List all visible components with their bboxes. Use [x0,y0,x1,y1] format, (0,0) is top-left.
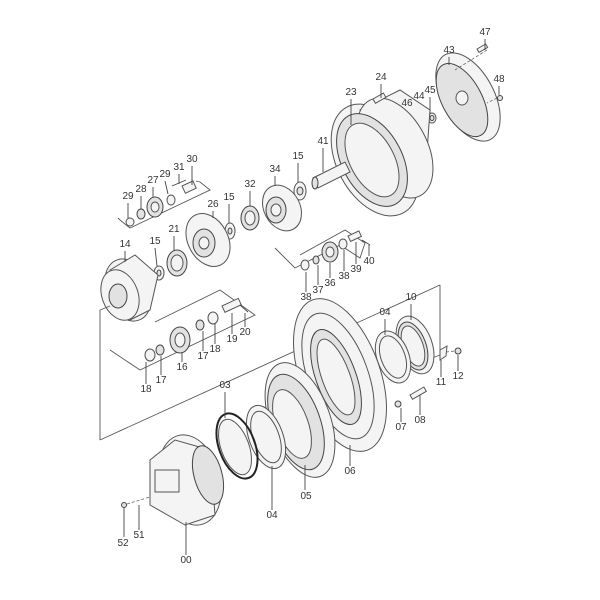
part-label-48: 48 [493,74,505,85]
part-label-18: 18 [140,384,152,395]
ring-gear-23 [330,84,434,217]
part-label-38: 38 [300,292,312,303]
part-label-20: 20 [239,327,251,338]
part-label-03: 03 [219,380,231,391]
bolts-07-08 [394,386,428,422]
part-label-51: 51 [133,530,145,541]
part-label-32: 32 [244,179,256,190]
part-label-34: 34 [269,164,281,175]
carrier-34 [262,163,307,232]
part-label-27: 27 [147,175,159,186]
part-label-52: 52 [117,538,129,549]
part-label-45: 45 [424,85,436,96]
part-label-39: 39 [350,264,362,275]
planet-set-upper [117,166,211,229]
part-label-07: 07 [395,422,407,433]
part-label-47: 47 [479,27,491,38]
part-label-11: 11 [435,377,447,388]
part-label-29: 29 [122,191,134,202]
part-label-36: 36 [324,278,336,289]
assembly-guide-lines [99,284,441,441]
part-label-30: 30 [186,154,198,165]
planet-set-middle [274,229,371,292]
part-label-31: 31 [173,162,185,173]
part-label-21: 21 [168,224,180,235]
part-label-37: 37 [312,285,324,296]
part-label-15: 15 [292,151,304,162]
part-label-43: 43 [443,45,455,56]
part-label-12: 12 [452,371,464,382]
bearing-10-seal-04 [374,304,435,384]
part-label-14: 14 [119,239,131,250]
part-label-29: 29 [159,169,171,180]
part-label-40: 40 [363,256,375,267]
part-label-15: 15 [149,236,161,247]
part-label-26: 26 [207,199,219,210]
seal-04-ring-03 [215,392,287,510]
part-label-04: 04 [266,510,278,521]
part-label-17: 17 [197,351,209,362]
part-label-04: 04 [379,307,391,318]
part-label-16: 16 [176,362,188,373]
part-label-08: 08 [414,415,426,426]
part-label-28: 28 [135,184,147,195]
part-label-46: 46 [401,98,413,109]
part-label-06: 06 [344,466,356,477]
part-label-19: 19 [226,334,238,345]
parts-11-12 [439,345,462,377]
cover-plate-43 [435,39,503,142]
part-label-10: 10 [405,292,417,303]
part-label-17: 17 [155,375,167,386]
part-label-05: 05 [300,491,312,502]
part-label-44: 44 [413,91,425,102]
part-label-18: 18 [209,344,221,355]
part-label-15: 15 [223,192,235,203]
part-label-38: 38 [338,271,350,282]
shaft-41 [311,148,351,190]
part-label-23: 23 [345,87,357,98]
part-label-00: 00 [180,555,192,566]
carrier-26 [185,211,231,267]
part-label-41: 41 [317,136,329,147]
carrier-14 [100,251,159,322]
gear-21 [153,236,188,281]
motor-00 [121,434,225,555]
planet-set-lower [109,289,256,384]
part-label-24: 24 [375,72,387,83]
